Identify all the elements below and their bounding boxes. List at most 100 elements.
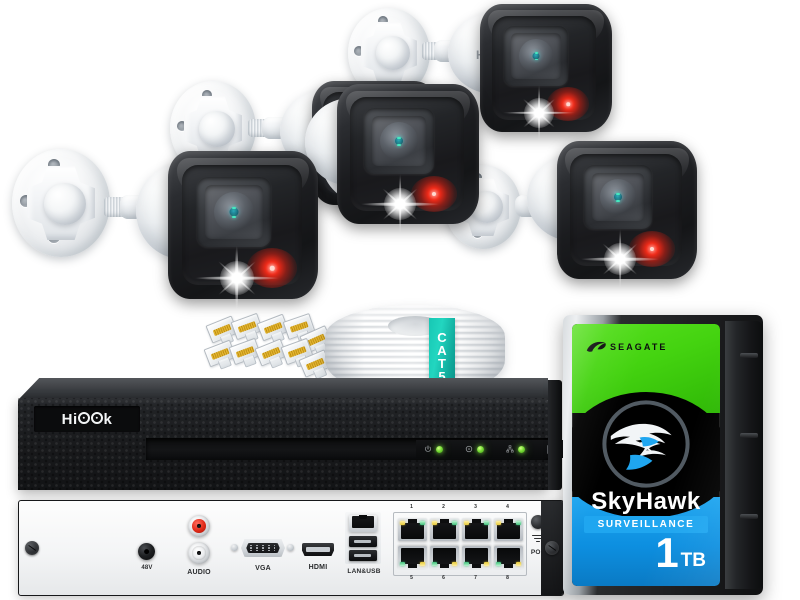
- lan-port: [349, 514, 377, 532]
- ir-led: [410, 175, 458, 213]
- poe-port-number-3: 3: [474, 504, 477, 510]
- rear-panel-screw-left: [25, 541, 39, 555]
- seagate-logo-icon: [586, 341, 606, 352]
- hdd-label-blue-band: [572, 455, 720, 586]
- lens-indicator: [534, 58, 538, 61]
- mount-screw-hole: [177, 121, 187, 131]
- power-jack: [138, 543, 155, 560]
- lens-glass: [511, 33, 561, 79]
- lens-glass: [205, 185, 263, 239]
- lens-glass: [592, 173, 644, 221]
- hdd-side-edge: [725, 320, 763, 590]
- logo-o-icon: [78, 411, 91, 424]
- network-icon: [506, 445, 514, 453]
- coil-center-hole: [388, 316, 442, 337]
- logo-o-icon: [91, 411, 104, 424]
- rj45-connectors: [203, 312, 333, 380]
- nvr-status-leds: [416, 440, 564, 458]
- cat5-label-a: A: [437, 342, 447, 358]
- poe-port-number-4: 4: [506, 504, 509, 510]
- poe-port-5: [398, 546, 427, 569]
- seagate-brand-row: SEAGATE: [586, 340, 668, 353]
- poe-port-block: [393, 512, 527, 576]
- audio-ports-label: AUDIO: [187, 569, 211, 576]
- cat5-label-c: C: [437, 329, 447, 345]
- seagate-brand-text: SEAGATE: [610, 341, 668, 352]
- lens-aperture: [532, 52, 540, 60]
- power-jack-label: 48V: [141, 565, 153, 571]
- poe-label: POE: [530, 549, 546, 556]
- ir-led: [246, 247, 298, 289]
- poe-port-4: [494, 518, 523, 541]
- poe-port-number-2: 2: [442, 504, 445, 510]
- network-led: [518, 445, 525, 453]
- poe-port-number-1: 1: [410, 504, 413, 510]
- network-led-group: [506, 445, 525, 453]
- hdd-capacity-number: 1: [655, 529, 679, 577]
- lens-indicator: [616, 193, 620, 195]
- lens-glass: [372, 116, 426, 166]
- poe-port-1: [398, 518, 427, 541]
- camera-face: [182, 165, 302, 310]
- nvr-top-panel: [18, 378, 548, 400]
- lens-indicator: [397, 144, 401, 146]
- lan-usb-label: LAN&USB: [347, 568, 381, 575]
- lens-bezel: [364, 108, 434, 174]
- power-icon: [425, 445, 431, 452]
- usb-port-1: [349, 536, 377, 547]
- skyhawk-emblem-icon: [602, 400, 690, 488]
- mount-screw-hole: [202, 90, 212, 100]
- lens-indicator: [397, 137, 401, 139]
- audio-in-jack: [188, 515, 210, 537]
- nvr-right-edge: [548, 380, 562, 490]
- audio-out-jack: [188, 542, 210, 564]
- vga-screw: [231, 544, 238, 551]
- lens-aperture: [395, 137, 403, 145]
- poe-port-7: [462, 546, 491, 569]
- poe-port-number-5: 5: [410, 575, 413, 581]
- mount-screw-hole: [378, 16, 388, 26]
- poe-port-8: [494, 546, 523, 569]
- camera-4: Hik: [330, 0, 730, 170]
- lens-indicator: [232, 215, 236, 218]
- nvr-brand-logo: Hi k: [34, 406, 140, 432]
- camera-mount-plate: [12, 149, 110, 257]
- nvr-brand-prefix: Hi: [61, 410, 78, 428]
- camera-3: Hik: [255, 62, 655, 262]
- power-led: [436, 445, 443, 453]
- camera-1: Hik: [8, 145, 408, 325]
- nvr-rear-panel: 48V AUDIO VGA HDMI LAN&USB: [18, 500, 564, 596]
- cat5-label-5: 5: [438, 369, 446, 385]
- hdd-capacity-unit: TB: [680, 549, 706, 571]
- white-led-flare: [194, 243, 280, 313]
- skyhawk-category-badge: SURVEILLANCE: [584, 516, 708, 533]
- poe-port-3: [462, 518, 491, 541]
- hdd-led-group: [465, 445, 484, 453]
- cat5-label-t: T: [438, 356, 446, 371]
- lan-usb-block: [345, 512, 381, 564]
- nvr-brand-suffix: k: [103, 410, 113, 428]
- power-led-group: [424, 445, 443, 453]
- lens-indicator: [534, 52, 538, 54]
- lens-bezel: [197, 177, 271, 247]
- lens-aperture: [229, 207, 239, 217]
- poe-port-6: [430, 546, 459, 569]
- poe-port-number-8: 8: [506, 575, 509, 581]
- nvr-front-panel: Hi k: [18, 398, 564, 490]
- lens-indicator: [232, 207, 236, 210]
- lens-bezel: [584, 165, 652, 229]
- camera-face: [350, 97, 464, 234]
- mount-ball-joint: [376, 36, 410, 70]
- hdmi-port: [302, 543, 334, 556]
- lens-bezel: [504, 26, 568, 86]
- vga-screw: [287, 544, 294, 551]
- poe-port-number-6: 6: [442, 575, 445, 581]
- mount-ball-joint: [44, 183, 86, 225]
- poe-port-2: [430, 518, 459, 541]
- mount-ball-joint: [199, 111, 235, 147]
- hdd-label-green-band: [572, 324, 720, 469]
